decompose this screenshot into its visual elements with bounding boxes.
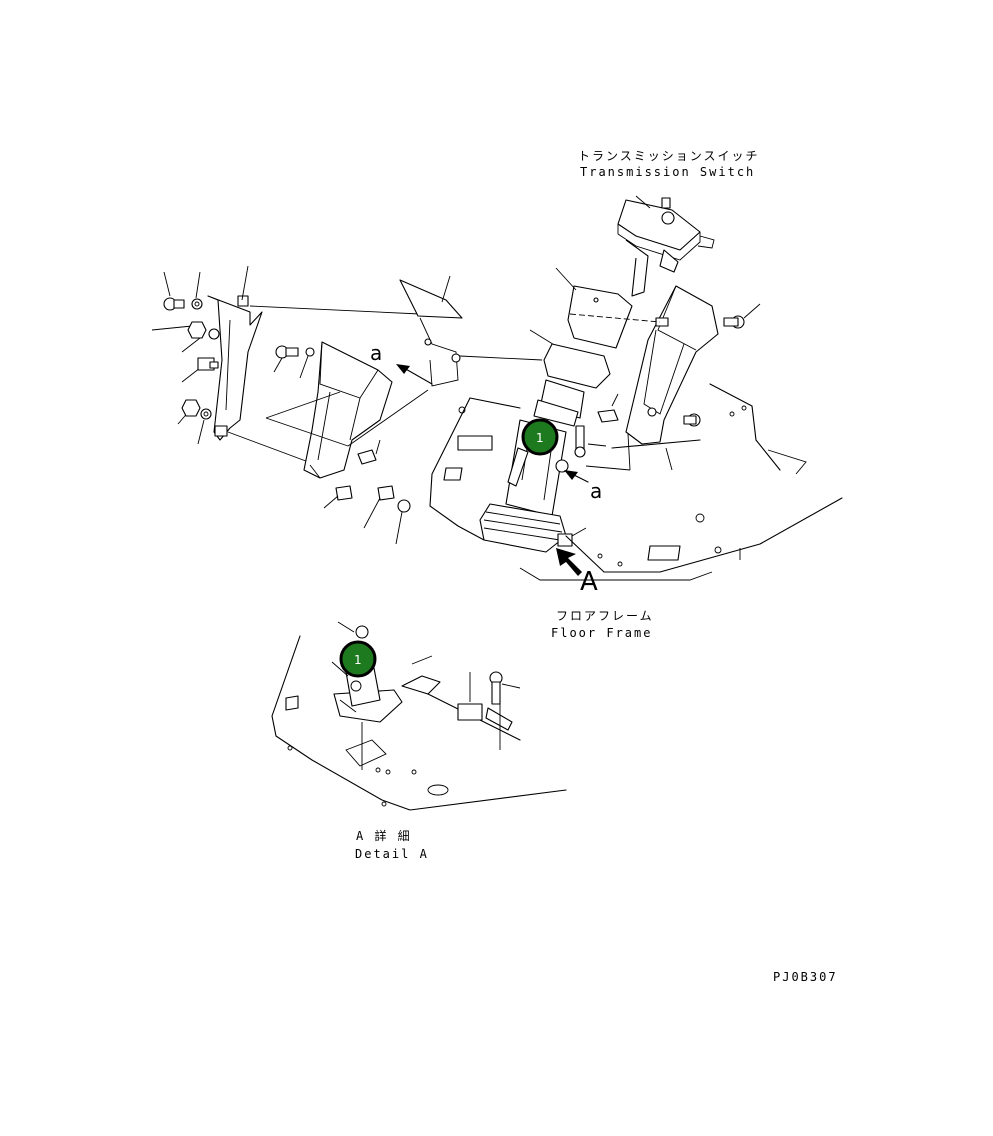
arrow-a-right: a [564, 470, 602, 503]
center-left-cover [265, 341, 429, 545]
callout-1-main[interactable]: 1 [521, 418, 559, 456]
floor-frame-label-jp: フロアフレーム [556, 609, 654, 623]
transmission-switch-label-jp: トランスミッションスイッチ [578, 149, 760, 163]
floor-frame [429, 383, 843, 581]
steering-column [479, 343, 631, 553]
transmission-switch-label-en: Transmission Switch [580, 165, 755, 179]
upper-bracket [529, 267, 661, 349]
left-bracket-assembly [151, 265, 421, 471]
ref-label-a-left: a [370, 341, 382, 365]
arrow-a-left: a [370, 341, 433, 385]
drawing-code: PJ0B307 [773, 970, 838, 984]
ref-label-a-right: a [590, 479, 602, 503]
floor-frame-label-en: Floor Frame [551, 626, 652, 640]
view-arrow-A: A [556, 548, 598, 597]
detail-label-jp: A 詳 細 [356, 828, 412, 843]
pedal-arm [399, 275, 543, 387]
detail-a-inset [271, 621, 567, 811]
callout-number: 1 [536, 431, 544, 445]
transmission-switch [617, 195, 715, 297]
view-arrow-letter: A [580, 567, 598, 597]
console-cover [625, 285, 761, 471]
callout-1-detail[interactable]: 1 [339, 640, 377, 678]
detail-label-en: Detail A [355, 847, 429, 861]
callout-number: 1 [354, 653, 362, 667]
